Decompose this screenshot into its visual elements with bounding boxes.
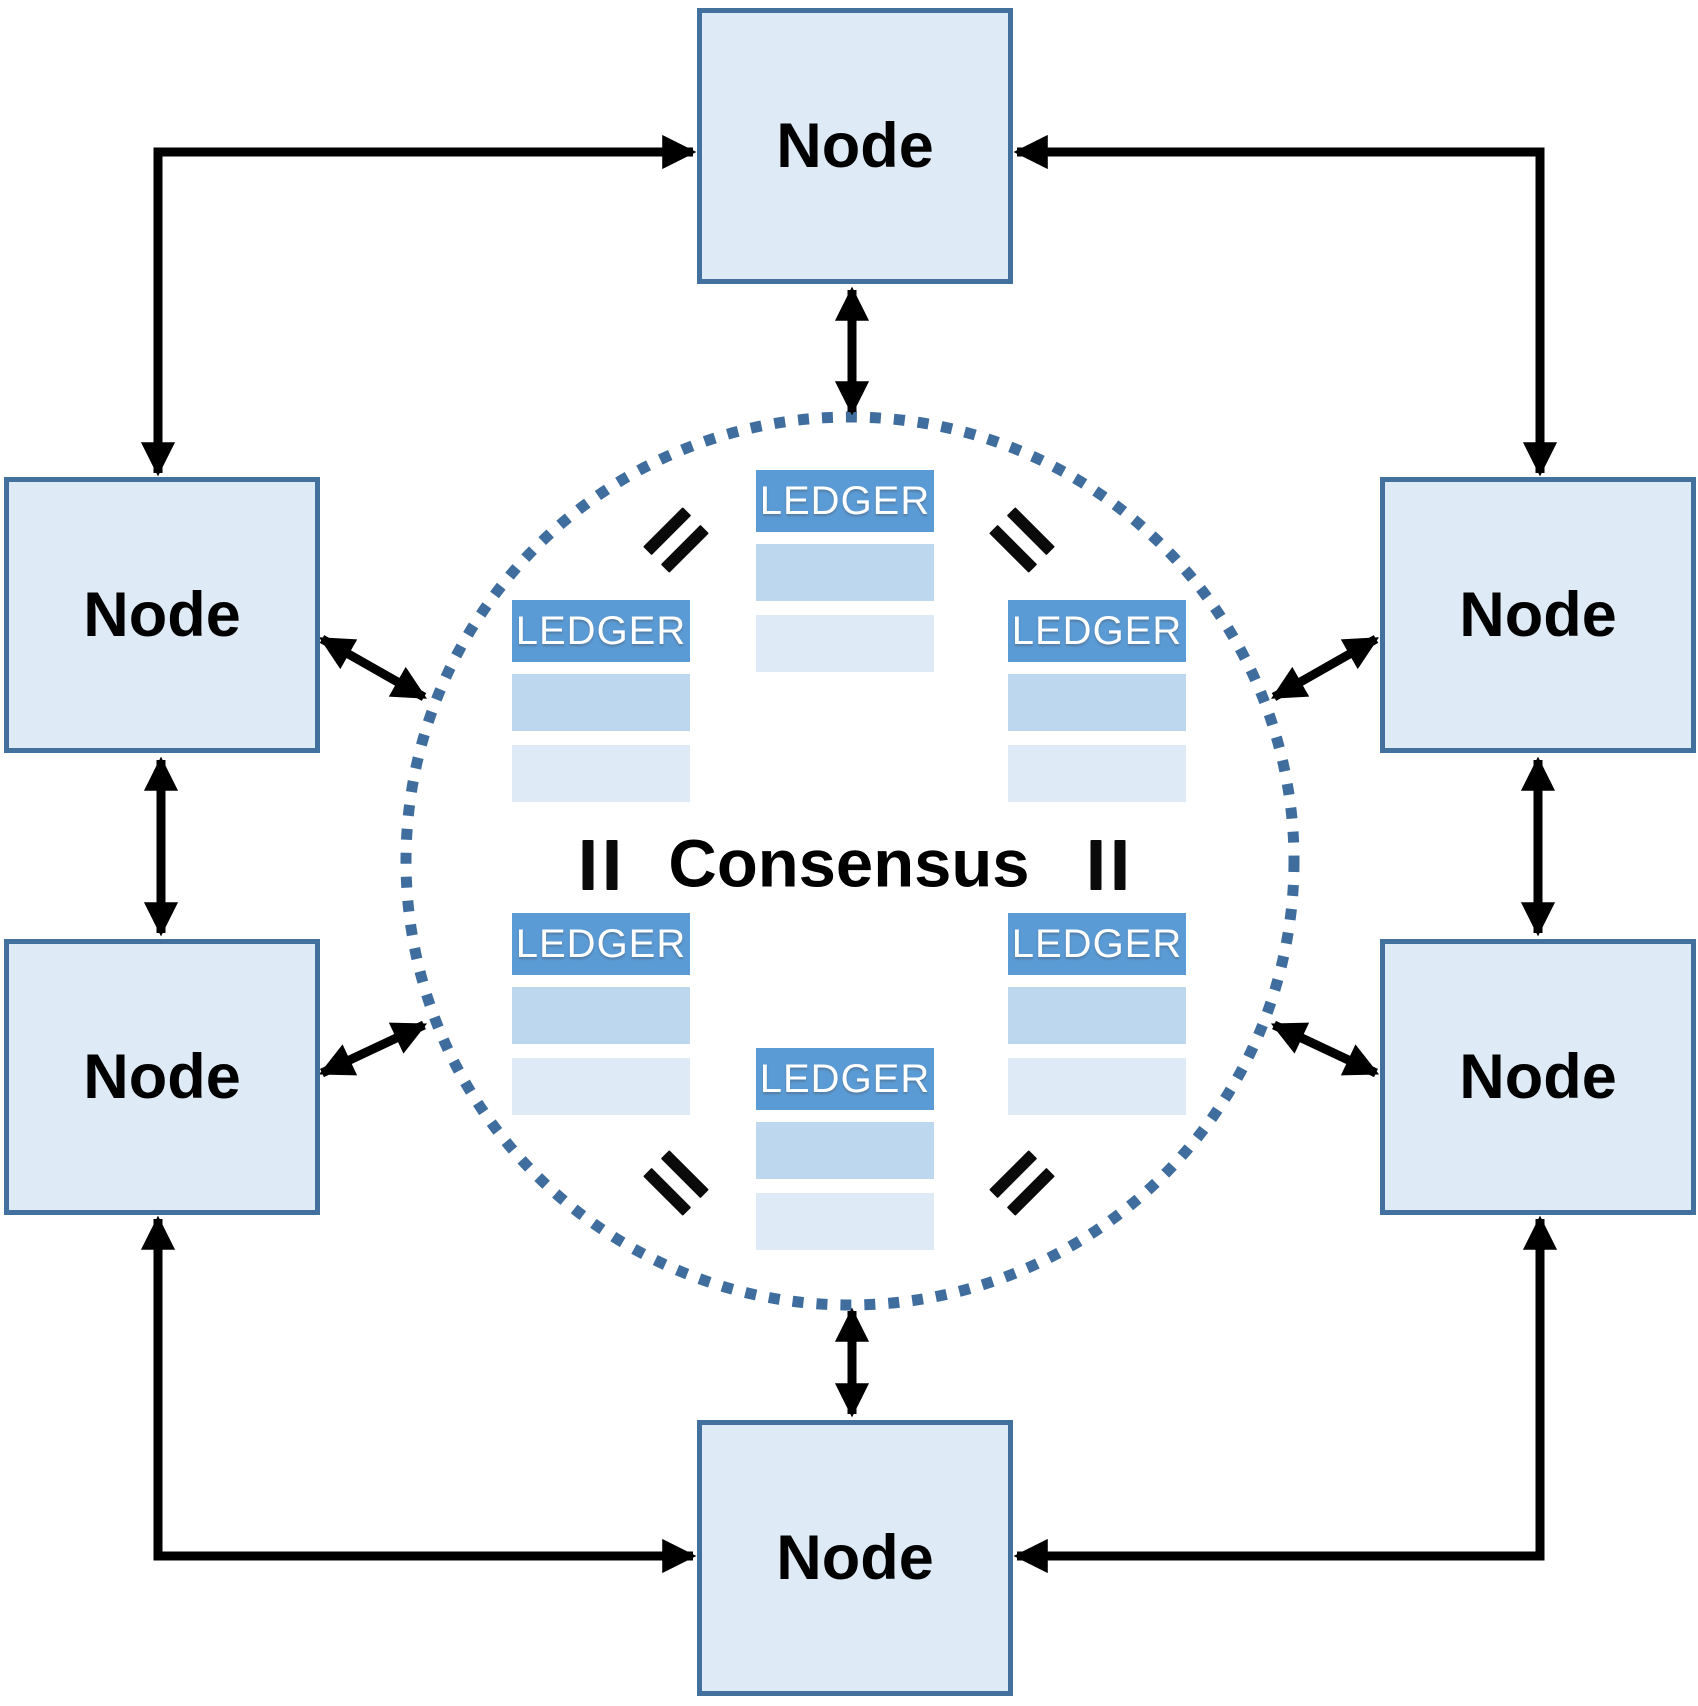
arrow-left-upper-circle-icon [319,635,427,701]
ledger-row [756,1122,934,1179]
equals-icon [989,1150,1055,1216]
consensus-title: Consensus [668,826,1030,902]
ledger-stack-top: LEDGER [756,470,934,672]
node-top: Node [697,8,1013,284]
ledger-stack-upper-right: LEDGER [1008,600,1186,802]
equals-bar-icon [606,840,618,890]
ledger-header: LEDGER [512,600,690,662]
ledger-header: LEDGER [512,913,690,975]
equals-icon [989,507,1055,573]
node-label: Node [83,1042,241,1112]
equals-icon [643,1150,709,1216]
node-label: Node [776,1523,934,1593]
ledger-stack-lower-left: LEDGER [512,913,690,1115]
node-label: Node [83,580,241,650]
arrow-right-upper-circle-icon [1271,635,1379,701]
ledger-header: LEDGER [1008,600,1186,662]
ledger-stack-bottom: LEDGER [756,1048,934,1250]
ledger-row [1008,987,1186,1044]
equals-icon [1090,840,1126,890]
equals-icon [643,507,709,573]
ledger-row [512,1058,690,1115]
node-right-upper: Node [1380,477,1696,753]
ledger-row [756,1193,934,1250]
ledger-row [1008,674,1186,731]
equals-bar-icon [1114,840,1126,890]
node-left-upper: Node [4,477,320,753]
node-bottom: Node [697,1420,1013,1696]
ledger-row [512,745,690,802]
elbow-arrow-bottom-left-icon [140,1215,697,1574]
ledger-row [512,987,690,1044]
ledger-stack-lower-right: LEDGER [1008,913,1186,1115]
ledger-row [756,544,934,601]
node-label: Node [776,111,934,181]
ledger-header: LEDGER [1008,913,1186,975]
elbow-arrow-top-left-icon [140,134,697,477]
node-left-lower: Node [4,939,320,1215]
node-right-lower: Node [1380,939,1696,1215]
equals-bar-icon [582,840,594,890]
ledger-header: LEDGER [756,470,934,532]
arrow-left-lower-circle-icon [318,1020,428,1078]
elbow-arrow-top-right-icon [1013,134,1558,477]
ledger-header: LEDGER [756,1048,934,1110]
node-label: Node [1459,580,1617,650]
ledger-stack-upper-left: LEDGER [512,600,690,802]
arrow-right-lower-circle-icon [1270,1020,1380,1078]
equals-icon [582,840,618,890]
node-label: Node [1459,1042,1617,1112]
equals-bar-icon [1090,840,1102,890]
ledger-row [1008,745,1186,802]
ledger-row [756,615,934,672]
elbow-arrow-bottom-right-icon [1013,1215,1558,1574]
ledger-row [512,674,690,731]
ledger-row [1008,1058,1186,1115]
